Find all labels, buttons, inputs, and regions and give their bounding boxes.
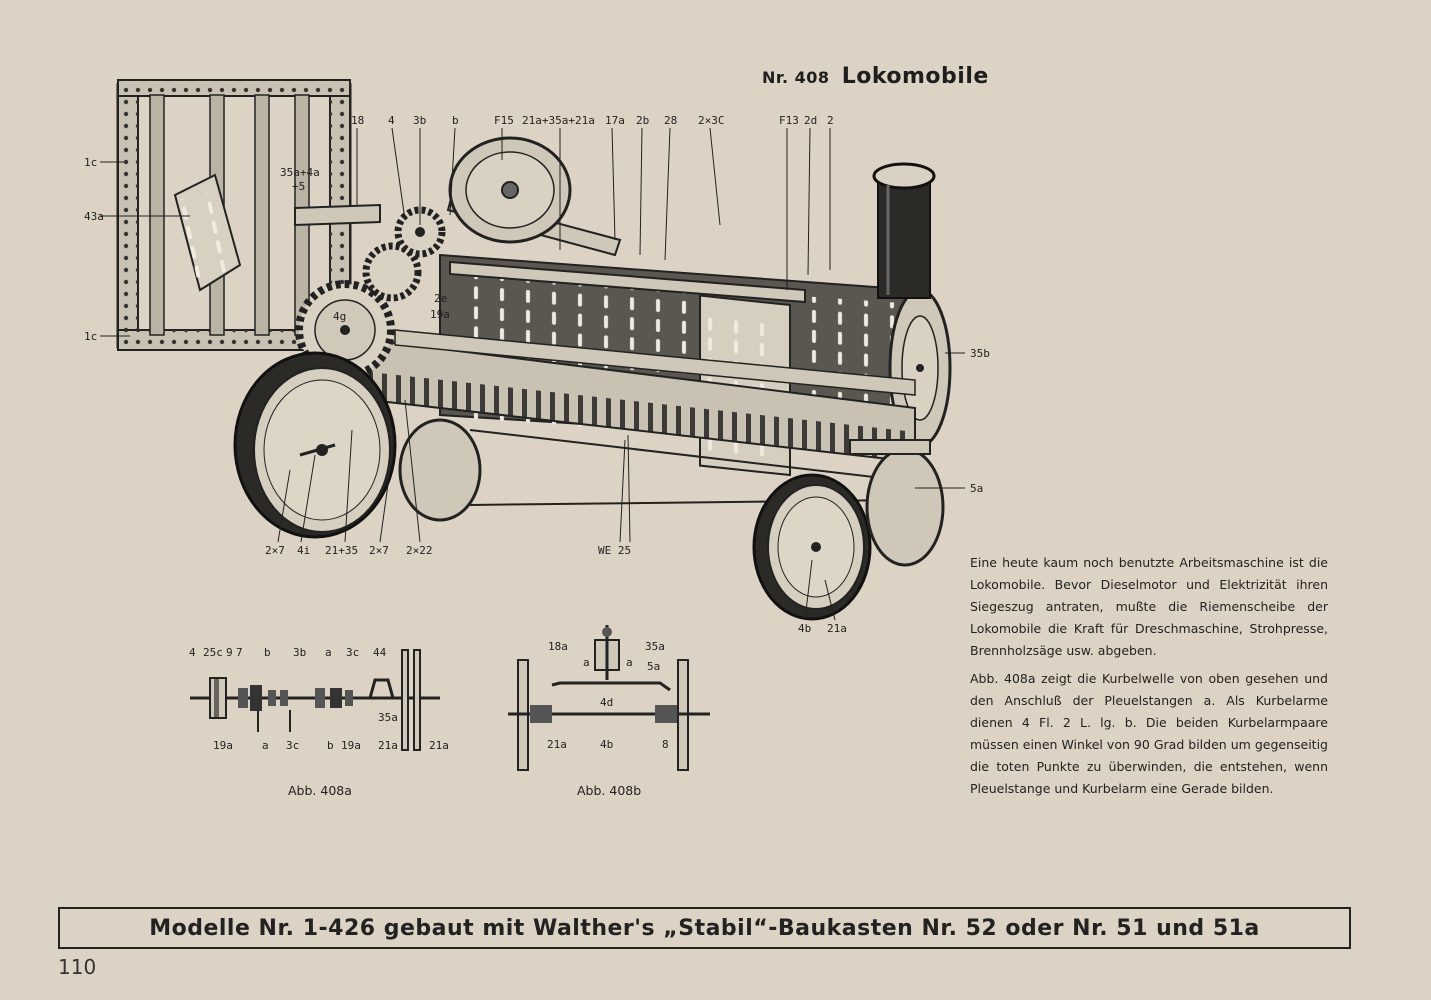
part-label: 4d <box>600 696 613 709</box>
part-label: 21a <box>547 738 567 751</box>
part-label: F15 <box>494 114 514 127</box>
part-label: 1c <box>84 156 97 169</box>
part-label: 21a <box>378 739 398 752</box>
part-label: 5a <box>647 660 660 673</box>
part-label: 3b <box>413 114 426 127</box>
gear-train <box>295 206 446 380</box>
part-label: 21+35 <box>325 544 358 557</box>
part-label: 19a <box>213 739 233 752</box>
part-label: 2b <box>636 114 649 127</box>
fig-408b <box>508 625 710 771</box>
part-label: b <box>264 646 271 659</box>
rear-wheel <box>233 351 397 539</box>
part-label: 25c <box>203 646 223 659</box>
part-label: 35a <box>378 711 398 724</box>
page-number: 110 <box>58 955 97 979</box>
part-label: 18 <box>351 114 364 127</box>
part-label: 4 <box>189 646 196 659</box>
part-label: a <box>262 739 269 752</box>
description-text: Eine heute kaum noch benutzte Arbeitsmas… <box>970 552 1328 806</box>
part-label: 2×22 <box>406 544 433 557</box>
part-label: 2e <box>434 292 447 305</box>
part-label: 3c <box>346 646 359 659</box>
chassis-rail <box>369 329 916 464</box>
part-label: 3c <box>286 739 299 752</box>
part-label: 19a <box>430 308 450 321</box>
part-label: 1c <box>84 330 97 343</box>
front-wheel <box>752 439 945 621</box>
part-label: 44 <box>373 646 387 659</box>
part-label: 35a+4a <box>280 166 320 179</box>
part-label: b <box>327 739 334 752</box>
chimney <box>872 162 936 299</box>
figure-caption-408b: Abb. 408b <box>577 783 642 798</box>
part-label: 28 <box>664 114 677 127</box>
part-label: 18a <box>548 640 568 653</box>
part-label: 35b <box>970 347 990 360</box>
part-label: 2×3C <box>698 114 725 127</box>
part-label: b <box>452 114 459 127</box>
part-label: 2×7 <box>369 544 389 557</box>
part-label: 4b <box>600 738 613 751</box>
part-label: 21a <box>827 622 847 635</box>
part-label: 4i <box>297 544 310 557</box>
part-label: 21a <box>429 739 449 752</box>
part-label: 17a <box>605 114 625 127</box>
fig-408a-labels: 4 25c 9 7 b 3b a 3c 44 19a a 3c b 19a 21… <box>189 646 449 752</box>
part-label: 4b <box>798 622 811 635</box>
part-label: F13 <box>779 114 799 127</box>
fig-408a <box>190 649 440 751</box>
flywheel <box>448 136 572 244</box>
part-label: +5 <box>292 180 305 193</box>
part-label: 4g <box>333 310 346 323</box>
part-label: WE 25 <box>598 544 631 557</box>
part-label: a <box>325 646 332 659</box>
part-label: 3b <box>293 646 306 659</box>
part-label: 4 <box>388 114 395 127</box>
model-name: Lokomobile <box>841 64 989 89</box>
part-label: 8 <box>662 738 669 751</box>
part-label: 19a <box>341 739 361 752</box>
part-label: 2 <box>827 114 834 127</box>
footer-banner: Modelle Nr. 1-426 gebaut mit Walther's „… <box>58 907 1351 949</box>
part-label: 5a <box>970 482 983 495</box>
description-paragraph: Eine heute kaum noch benutzte Arbeitsmas… <box>970 555 1328 658</box>
part-label: a <box>583 656 590 669</box>
description-paragraph: Abb. 408a zeigt die Kurbelwelle von oben… <box>970 671 1328 796</box>
figure-caption-408a: Abb. 408a <box>288 783 352 798</box>
fig-408b-labels: 18a 35a a a 5a 4d 21a 4b 8 <box>547 640 669 751</box>
part-label: 43a <box>84 210 104 223</box>
page-title: Nr. 408 Lokomobile <box>762 64 989 89</box>
part-label: 9 <box>226 646 233 659</box>
part-label: 21a+35a+21a <box>522 114 595 127</box>
part-label: 2×7 <box>265 544 285 557</box>
leader-lines <box>100 127 965 621</box>
part-label: 35a <box>645 640 665 653</box>
part-label: 2d <box>804 114 817 127</box>
model-number: Nr. 408 <box>762 68 830 87</box>
part-label: 7 <box>236 646 243 659</box>
part-label: a <box>626 656 633 669</box>
